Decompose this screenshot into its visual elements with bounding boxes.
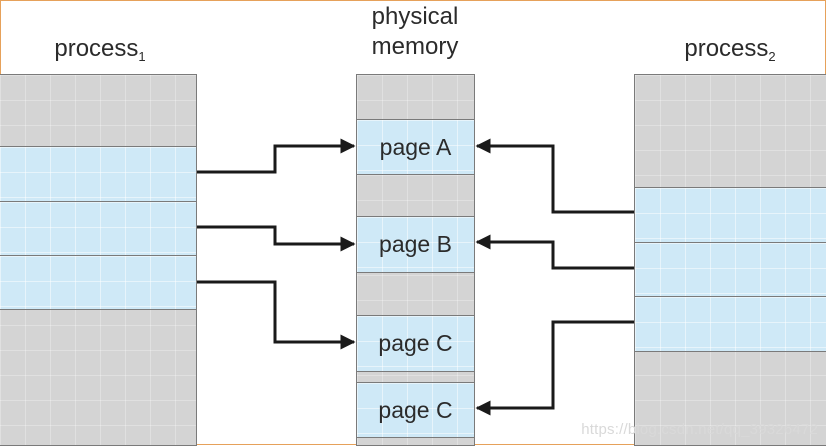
- process1-page-3: [0, 255, 196, 310]
- arrow-p2-to-page-a: [475, 138, 634, 214]
- arrow-p2-to-page-c-copy: [475, 320, 634, 416]
- process1-label: process: [54, 35, 139, 62]
- memory-page-a-label: page A: [379, 133, 452, 160]
- process1-title: process1: [40, 34, 160, 64]
- physical-memory-column: page A page B page C page C: [356, 74, 475, 446]
- physical-memory-title-line1: physical: [371, 3, 459, 30]
- physical-memory-title: physical memory: [355, 2, 475, 62]
- process2-subscript: 2: [768, 49, 776, 64]
- memory-page-a: page A: [357, 119, 474, 175]
- process1-address-space: [0, 74, 197, 446]
- memory-page-b: page B: [357, 216, 474, 273]
- physical-memory-title-line2: memory: [371, 33, 459, 60]
- process1-page-2: [0, 201, 196, 256]
- process1-subscript: 1: [138, 49, 146, 64]
- memory-page-b-label: page B: [379, 231, 452, 257]
- arrow-p1-to-page-b: [197, 225, 356, 252]
- memory-page-c-copy-label: page C: [378, 396, 453, 423]
- process2-page-1: [635, 187, 826, 243]
- watermark-text: https://blog.csdn.net/qq_39326472: [581, 421, 818, 438]
- process2-title: process2: [670, 34, 790, 64]
- process2-label: process: [684, 35, 769, 62]
- memory-page-c-copy: page C: [357, 382, 474, 438]
- arrow-p2-to-page-b: [475, 234, 634, 270]
- process2-address-space: [634, 74, 826, 446]
- memory-page-c-original: page C: [357, 315, 474, 372]
- arrow-p1-to-page-a: [197, 138, 356, 174]
- process2-page-2: [635, 242, 826, 297]
- arrow-p1-to-page-c: [197, 280, 356, 350]
- memory-page-c-original-label: page C: [378, 330, 453, 356]
- process1-page-1: [0, 146, 196, 202]
- process2-page-3: [635, 296, 826, 352]
